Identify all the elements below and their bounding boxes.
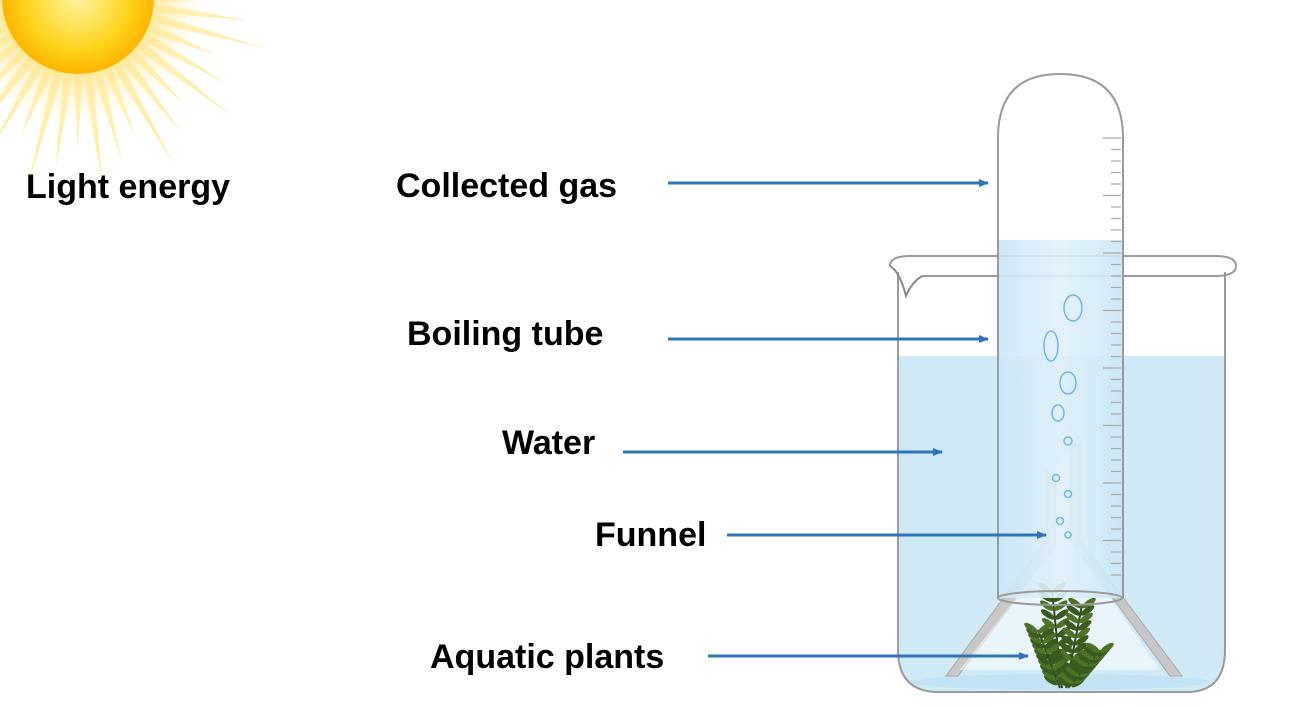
aquatic-plant-icon — [1024, 582, 1114, 689]
label-boiling-tube: Boiling tube — [407, 315, 604, 353]
label-arrows — [623, 179, 1047, 660]
sun-icon — [0, 0, 266, 191]
label-aquatic-plants: Aquatic plants — [430, 638, 665, 676]
label-funnel: Funnel — [595, 516, 707, 554]
boiling-tube — [997, 72, 1124, 606]
label-light-energy: Light energy — [26, 168, 231, 206]
label-water: Water — [502, 424, 596, 462]
gas-bubbles — [1043, 294, 1083, 539]
beaker — [889, 255, 1238, 693]
label-collected-gas: Collected gas — [396, 167, 618, 205]
